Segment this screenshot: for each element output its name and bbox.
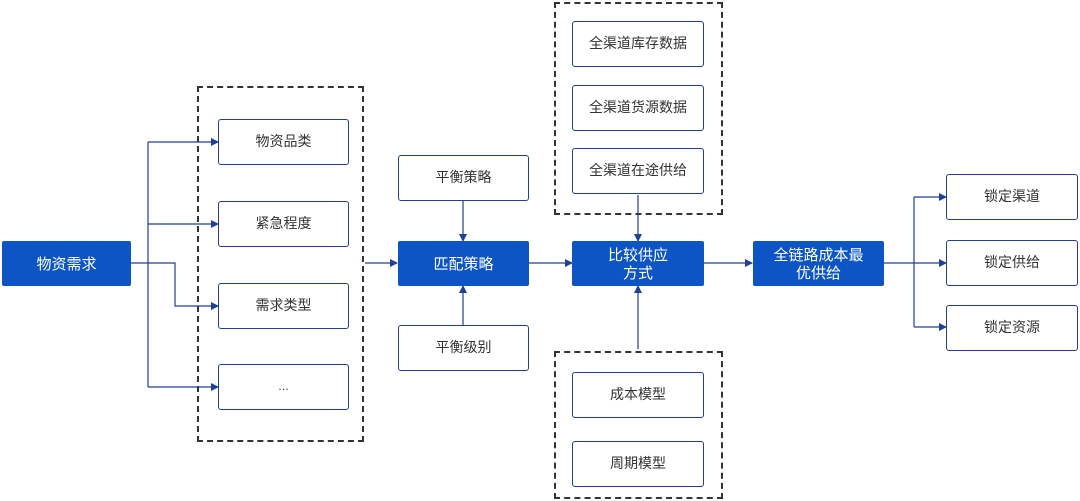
- optimal-supply-line2: 优供给: [795, 263, 841, 282]
- inventory-data-node: 全渠道库存数据: [572, 21, 704, 67]
- compare-supply-node: 比较供应 方式: [572, 241, 704, 286]
- sourcing-data-node: 全渠道货源数据: [572, 85, 704, 131]
- cost-model-node: 成本模型: [572, 372, 704, 418]
- compare-supply-line1: 比较供应: [607, 245, 668, 264]
- optimal-supply-line1: 全链路成本最: [773, 245, 864, 264]
- balance-level-node: 平衡级别: [398, 325, 529, 371]
- lock-resource-node: 锁定资源: [946, 305, 1078, 351]
- factor-more-node: ...: [218, 364, 349, 410]
- compare-supply-line2: 方式: [622, 263, 653, 282]
- lock-supply-node: 锁定供给: [946, 240, 1078, 286]
- lock-channel-node: 锁定渠道: [946, 174, 1078, 220]
- balance-strategy-node: 平衡策略: [398, 155, 529, 201]
- cycle-model-node: 周期模型: [572, 441, 704, 487]
- factors-group: [197, 86, 364, 442]
- connector-to-type: [148, 262, 219, 310]
- demand-node: 物资需求: [2, 241, 131, 286]
- match-strategy-node: 匹配策略: [398, 241, 529, 286]
- models-group: [554, 351, 723, 499]
- factor-category-node: 物资品类: [218, 119, 349, 165]
- factor-type-node: 需求类型: [218, 283, 349, 329]
- optimal-supply-node: 全链路成本最 优供给: [753, 241, 884, 286]
- in-transit-supply-node: 全渠道在途供给: [572, 148, 704, 194]
- factor-urgency-node: 紧急程度: [218, 201, 349, 247]
